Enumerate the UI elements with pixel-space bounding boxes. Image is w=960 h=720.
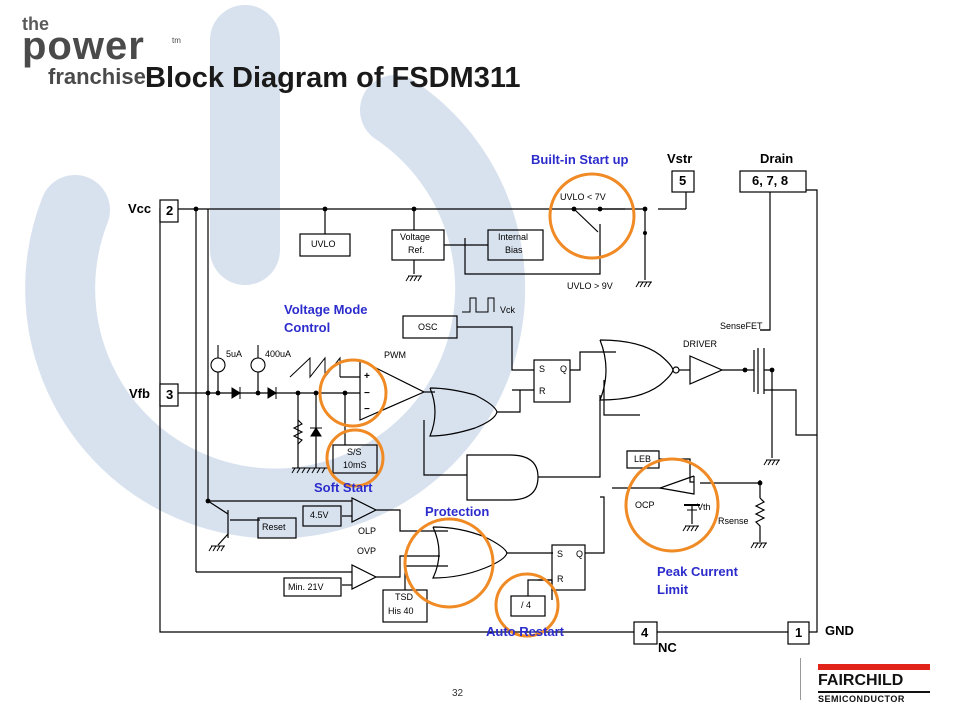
latch2-r-label: R [557,574,564,584]
v45-block-label: 4.5V [310,510,329,520]
pin-gnd-label: GND [825,623,854,638]
internal-bias-label-1: Internal [498,232,529,242]
pin-vcc-label: Vcc [128,201,152,216]
annotation-peak-current-1: Peak Current [657,564,738,579]
annotation-peak-current-2: Limit [657,582,689,597]
fairchild-logo: FAIRCHILD SEMICONDUCTOR [818,664,930,704]
logo-tm: tm [172,36,181,45]
soft-start-block-label-1: S/S [347,447,362,457]
comparator-minus-2: − [364,404,370,415]
logo-power: power [22,24,145,68]
osc-block-label: OSC [418,322,438,332]
highlight-circles [318,172,720,638]
fairchild-red-bar [818,664,930,670]
logo-the: the [22,14,49,34]
slide-title: Block Diagram of FSDM311 [145,62,521,94]
ovp-label: OVP [357,546,377,556]
annotation-soft-start: Soft Start [314,480,373,495]
current-400ua-label: 400uA [265,349,292,359]
ground-symbols [208,275,780,552]
reset-block-label: Reset [262,522,286,532]
vck-label: Vck [500,305,516,315]
fairchild-semiconductor: SEMICONDUCTOR [818,691,930,704]
tsd-block-label-2: His 40 [388,606,414,616]
annotation-protection: Protection [425,504,490,519]
voltage-ref-label-1: Voltage [400,232,431,242]
annotation-voltage-mode-2: Control [284,320,331,335]
pin-vfb-label: Vfb [129,386,150,401]
fairchild-name: FAIRCHILD [818,672,904,689]
ocp-label: OCP [635,500,655,510]
logo-franchise: franchise [48,64,146,89]
annotation-builtin-startup: Built-in Start up [531,152,629,167]
leb-block-label: LEB [634,454,652,464]
diodes [231,387,322,437]
min21-block-label: Min. 21V [288,582,324,592]
current-sources [210,345,266,373]
divide-by-4-label: / 4 [521,600,532,610]
internal-bias-label-2: Bias [505,245,523,255]
voltage-ref-label-2: Ref. [408,245,425,255]
latch1-q-label: Q [560,364,568,374]
pwm-label: PWM [384,350,406,360]
driver-label: DRIVER [683,339,718,349]
olp-label: OLP [358,526,377,536]
footer-divider [800,658,801,700]
comparator-plus: + [364,371,370,382]
tsd-block-label-1: TSD [395,592,413,602]
pin-drain-label: Drain [760,151,794,166]
pin-vstr-number: 5 [679,173,687,188]
sensefet-label: SenseFET [720,321,763,331]
annotation-auto-restart: Auto Restart [486,624,565,639]
rsense-label: Rsense [718,516,749,526]
pin-boxes [159,170,810,645]
wires [159,189,818,633]
pin-vcc-number: 2 [166,203,174,218]
pin-drain-number: 6, 7, 8 [752,173,789,188]
pin-gnd-number: 1 [795,625,803,640]
annotation-voltage-mode-1: Voltage Mode [284,302,368,317]
soft-start-block-label-2: 10mS [343,460,367,470]
uvlo-lt-label: UVLO < 7V [560,192,606,202]
pin-nc-number: 4 [641,625,649,640]
pin-nc-label: NC [658,640,677,655]
latch1-s-label: S [539,364,546,374]
pin-vfb-number: 3 [166,387,174,402]
current-5ua-label: 5uA [226,349,243,359]
comparator-minus-1: − [364,388,370,399]
uvlo-gt-label: UVLO > 9V [567,281,613,291]
junction-dots [193,206,775,504]
page-number: 32 [452,688,464,699]
pin-vstr-label: Vstr [667,151,693,166]
uvlo-block-label: UVLO [311,239,336,249]
latch2-s-label: S [557,549,564,559]
vth-label: Vth [697,502,711,512]
latch2-q-label: Q [576,549,584,559]
latch1-r-label: R [539,386,546,396]
